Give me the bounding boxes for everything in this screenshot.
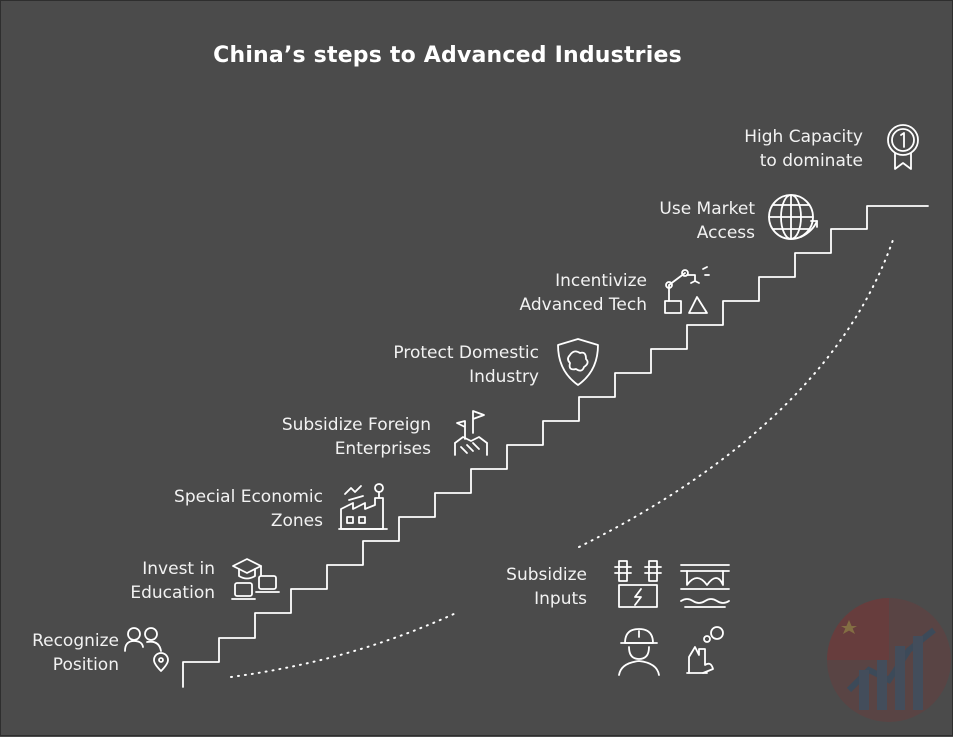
step-high-capacity: High Capacity to dominate bbox=[744, 125, 863, 173]
step-market-access: Use Market Access bbox=[659, 197, 755, 245]
diagram-title: China’s steps to Advanced Industries bbox=[213, 43, 682, 68]
step-label-line2: Position bbox=[52, 655, 119, 675]
step-label-line2: Zones bbox=[270, 511, 323, 531]
globe-arrow-icon bbox=[768, 194, 818, 240]
graduation-laptop-icon bbox=[231, 558, 280, 600]
staircase-line bbox=[182, 205, 929, 688]
logo-emblem-icon bbox=[827, 598, 951, 722]
step-label-line2: Access bbox=[696, 223, 755, 243]
people-location-icon bbox=[124, 627, 169, 672]
step-label-line1: Recognize bbox=[32, 631, 119, 651]
step-label-line2: Industry bbox=[469, 367, 539, 387]
dotted-arc-lower bbox=[230, 612, 457, 678]
step-label-line1: High Capacity bbox=[744, 127, 863, 147]
step-label-line1: Special Economic bbox=[174, 487, 323, 507]
step-recognize-position: Recognize Position bbox=[32, 629, 119, 677]
step-label-line2: Advanced Tech bbox=[519, 295, 647, 315]
step-incentivize-tech: Incentivize Advanced Tech bbox=[520, 269, 647, 317]
hand-idea-icon bbox=[686, 626, 724, 674]
worker-icon bbox=[618, 628, 660, 676]
step-label-line1: Incentivize bbox=[555, 271, 647, 291]
handshake-flag-icon bbox=[454, 410, 488, 456]
inputs-label-line1: Subsidize bbox=[506, 565, 587, 585]
subsidize-inputs-label: Subsidize Inputs bbox=[506, 563, 587, 611]
step-label-line1: Protect Domestic bbox=[393, 343, 539, 363]
dotted-arc-upper bbox=[578, 236, 895, 548]
step-label-line2: Education bbox=[130, 583, 215, 603]
bridge-icon bbox=[680, 564, 730, 608]
step-label-line2: to dominate bbox=[759, 151, 863, 171]
step-protect-domestic: Protect Domestic Industry bbox=[393, 341, 539, 389]
shield-map-icon bbox=[557, 338, 599, 386]
step-label-line1: Subsidize Foreign bbox=[281, 415, 431, 435]
power-tower-icon bbox=[614, 560, 662, 608]
step-label-line1: Invest in bbox=[142, 559, 215, 579]
medal-icon bbox=[887, 124, 919, 170]
robot-arm-icon bbox=[664, 266, 710, 314]
step-invest-education: Invest in Education bbox=[130, 557, 215, 605]
step-special-economic-zones: Special Economic Zones bbox=[174, 485, 323, 533]
step-label-line2: Enterprises bbox=[334, 439, 431, 459]
step-subsidize-foreign: Subsidize Foreign Enterprises bbox=[282, 413, 431, 461]
inputs-label-line2: Inputs bbox=[534, 589, 587, 609]
factory-icon bbox=[338, 483, 388, 530]
step-label-line1: Use Market bbox=[659, 199, 755, 219]
